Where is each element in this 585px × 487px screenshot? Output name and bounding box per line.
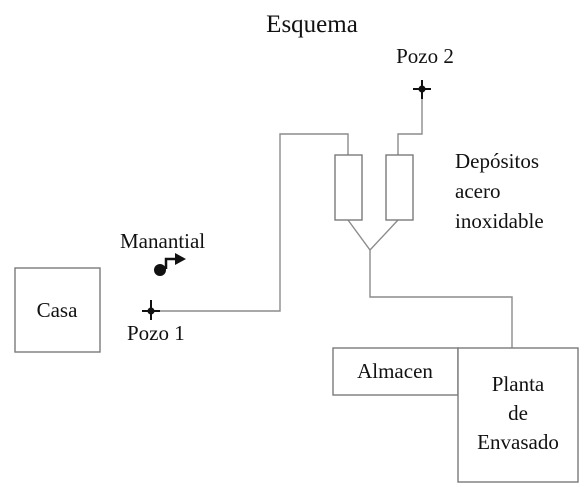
house-label: Casa [37, 298, 79, 322]
tank-1 [334, 154, 363, 221]
well-2-icon [413, 80, 431, 99]
house-box [14, 267, 101, 353]
spring-label: Manantial [120, 229, 205, 253]
pipe-to-plant [369, 250, 513, 348]
plant-label-line-1: Planta [492, 372, 545, 396]
spring-flow-icon [154, 253, 186, 276]
tanks-label-line-1: Depósitos [455, 149, 539, 173]
plant-label-line-2: de [508, 401, 528, 425]
pipe-well2-to-tank [397, 98, 423, 155]
pipe-well1-to-tank [155, 133, 349, 312]
plant-label-line-3: Envasado [477, 430, 559, 454]
bottling-plant-box [457, 347, 579, 483]
diagram-title: Esquema [266, 11, 358, 38]
well-1-label: Pozo 1 [127, 321, 185, 345]
tanks-label-line-3: inoxidable [455, 209, 544, 233]
warehouse-box [332, 347, 459, 396]
warehouse-label: Almacen [357, 359, 433, 383]
well-1-icon [142, 300, 160, 320]
tank-outlet-funnel [347, 219, 399, 252]
well-2-label: Pozo 2 [396, 44, 454, 68]
tank-2 [385, 154, 414, 221]
tanks-label-line-2: acero [455, 179, 500, 203]
